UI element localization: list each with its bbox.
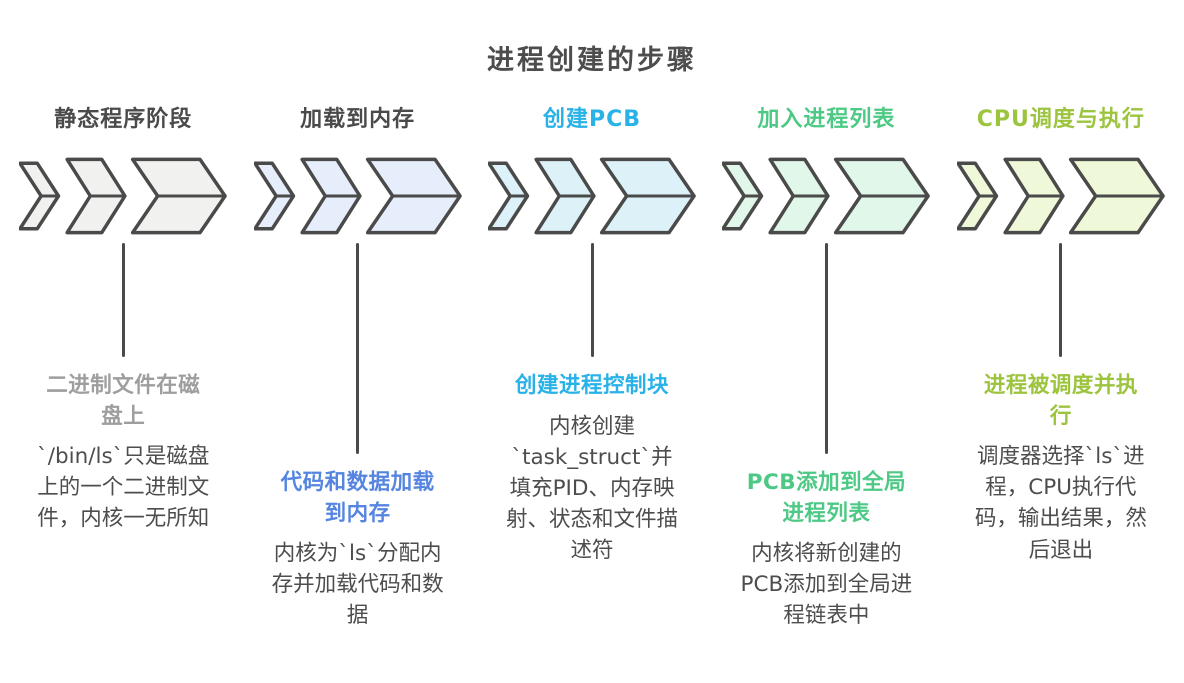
- connector-line: [121, 243, 125, 357]
- step-column-create-pcb: 创建PCB 创建进程控制块 内核创建`task_struct`并填充PID、内存…: [475, 101, 709, 632]
- chevron-arrows-icon: [956, 157, 1165, 235]
- connector-line: [1059, 243, 1063, 357]
- step-column-load-memory: 加载到内存 代码和数据加载到内存 内核为`ls`分配内存并加载代码和数据: [240, 101, 474, 632]
- step-subtitle: 二进制文件在磁盘上: [46, 373, 201, 429]
- step-description: 调度器选择`ls`进程，CPU执行代码，输出结果，然后退出: [974, 444, 1147, 563]
- step-subtitle: PCB添加到全局进程列表: [746, 470, 907, 526]
- chevron-arrows-icon: [488, 157, 696, 235]
- step-subtitle: 代码和数据加载到内存: [280, 470, 435, 526]
- step-description: 内核创建`task_struct`并填充PID、内存映射、状态和文件描述符: [506, 413, 679, 564]
- step-column-static-program: 静态程序阶段 二进制文件在磁盘上 `/bin/ls`只是磁盘上的一个二进制文件，…: [6, 101, 240, 632]
- connector-line: [590, 243, 594, 357]
- step-column-join-process-list: 加入进程列表 PCB添加到全局进程列表 内核将新创建的PCB添加到全局进程链表中: [709, 101, 943, 632]
- diagram-title: 进程创建的步骤: [487, 45, 697, 76]
- step-header: 加入进程列表: [757, 107, 896, 132]
- step-description: 内核为`ls`分配内存并加载代码和数据: [271, 541, 444, 629]
- step-header: 静态程序阶段: [54, 107, 193, 132]
- step-description: 内核将新创建的PCB添加到全局进程链表中: [740, 541, 913, 629]
- step-subtitle: 进程被调度并执行: [983, 373, 1138, 429]
- chevron-arrows-icon: [19, 157, 228, 235]
- steps-row: 静态程序阶段 二进制文件在磁盘上 `/bin/ls`只是磁盘上的一个二进制文件，…: [0, 101, 1184, 632]
- connector-line: [824, 243, 828, 454]
- chevron-arrows-icon: [722, 157, 931, 235]
- step-header: 加载到内存: [300, 107, 416, 132]
- step-column-cpu-schedule-execute: CPU调度与执行 进程被调度并执行 调度器选择`ls`进程，CPU执行代码，输出…: [944, 101, 1178, 632]
- chevron-arrows-icon: [253, 157, 462, 235]
- step-description: `/bin/ls`只是磁盘上的一个二进制文件，内核一无所知: [36, 444, 210, 532]
- step-subtitle: 创建进程控制块: [515, 373, 670, 398]
- connector-line: [356, 243, 360, 454]
- step-header: CPU调度与执行: [976, 107, 1145, 132]
- step-header: 创建PCB: [542, 107, 642, 132]
